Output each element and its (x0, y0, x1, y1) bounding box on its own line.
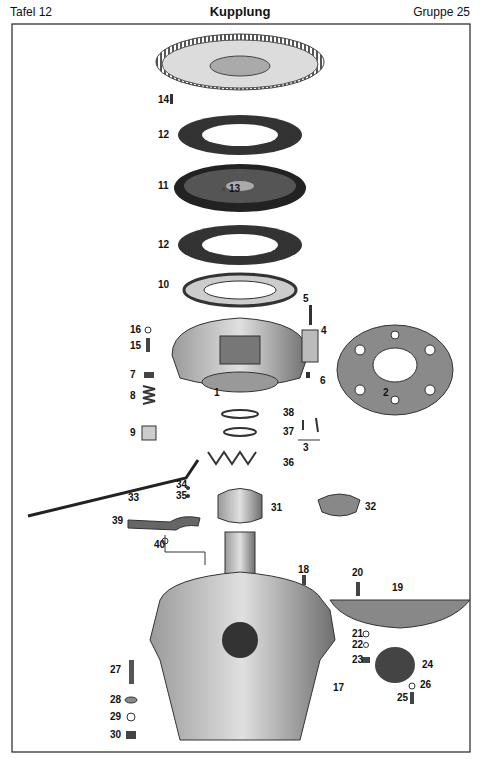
callout-number: 5 (303, 294, 309, 304)
callout-number: 19 (392, 583, 403, 593)
callout-number: 4 (321, 326, 327, 336)
callout-number: 1 (214, 388, 220, 398)
callout-number: 16 (130, 325, 141, 335)
callout-number: 8 (130, 391, 136, 401)
callout-number: 21 (352, 629, 363, 639)
plate-header: Gruppe 25 (413, 6, 470, 18)
callout-number: 9 (130, 428, 136, 438)
callout-number: 6 (320, 376, 326, 386)
callout-number: 30 (110, 730, 121, 740)
callout-number: 7 (130, 370, 136, 380)
callout-number: 29 (110, 712, 121, 722)
callout-number: 20 (352, 568, 363, 578)
plate-header: Tafel 12 (10, 6, 52, 18)
callout-number: 2 (383, 388, 389, 398)
callout-number: 26 (420, 680, 431, 690)
callout-number: 12 (158, 240, 169, 250)
callout-number: 38 (283, 408, 294, 418)
callout-number: 18 (298, 565, 309, 575)
callout-number: 3 (303, 443, 309, 453)
callout-number: 39 (112, 516, 123, 526)
callout-number: 25 (397, 693, 408, 703)
callout-number: 24 (422, 660, 433, 670)
callout-number: 22 (352, 640, 363, 650)
callout-number: 23 (352, 655, 363, 665)
callout-number: 13 (229, 184, 240, 194)
callout-number: 37 (283, 427, 294, 437)
callout-number: 27 (110, 665, 121, 675)
callout-number: 11 (158, 181, 169, 191)
callout-number: 14 (158, 95, 169, 105)
callout-number: 40 (154, 540, 165, 550)
callout-number: 35 (176, 491, 187, 501)
callout-number: 12 (158, 130, 169, 140)
callout-number: 33 (128, 493, 139, 503)
callout-number: 36 (283, 458, 294, 468)
callout-number: 15 (130, 341, 141, 351)
callout-number: 32 (365, 502, 376, 512)
callout-number: 34 (176, 480, 187, 490)
callout-number: 31 (271, 503, 282, 513)
page-title: Kupplung (210, 5, 271, 18)
callout-number: 17 (333, 683, 344, 693)
callout-number: 28 (110, 695, 121, 705)
callout-number: 10 (158, 280, 169, 290)
